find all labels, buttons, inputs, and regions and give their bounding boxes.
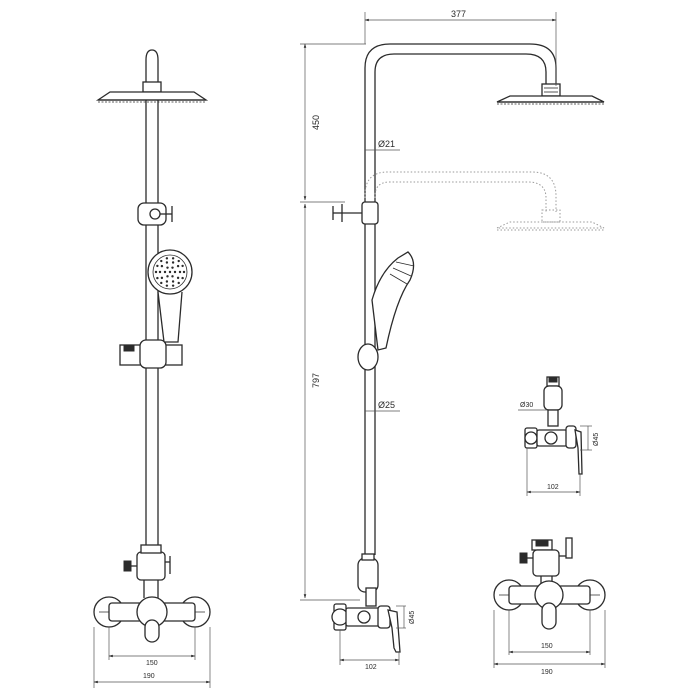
mixer-outlet-diameter-label: Ø45	[409, 611, 416, 624]
nozzle-dot	[154, 270, 158, 274]
nozzle-dot	[181, 264, 184, 268]
nozzle-dot	[182, 270, 186, 274]
front-inlet-spacing-label: 150	[146, 660, 158, 667]
nozzle-dot	[163, 270, 167, 274]
arm-diameter-label: Ø21	[378, 139, 395, 149]
side-slider	[357, 343, 379, 371]
nozzle-dot	[168, 270, 172, 274]
nozzle-dot	[160, 281, 163, 285]
nozzle-dot	[165, 261, 169, 264]
lower-diverter	[123, 544, 171, 598]
nozzle-dot	[156, 264, 159, 268]
side-mixer	[331, 603, 401, 653]
nozzle-dot	[171, 284, 175, 287]
nozzle-dot	[177, 281, 180, 285]
nozzle-dot	[178, 270, 182, 274]
nozzle-dot	[160, 276, 164, 280]
nozzle-dot	[171, 257, 175, 260]
nozzle-dot	[165, 257, 169, 260]
side-upper-connector	[332, 201, 379, 225]
nozzle-dot	[160, 259, 163, 263]
detail-body-diameter-label: Ø45	[593, 433, 600, 446]
rail-height-label: 797	[311, 373, 321, 388]
arm-length-label: 377	[451, 9, 466, 19]
side-overhead-shower-head	[496, 95, 605, 105]
nozzle-dot	[165, 280, 169, 283]
hand-shower	[147, 249, 193, 343]
overhead-shower-head	[95, 91, 209, 103]
nozzle-dot	[171, 280, 175, 283]
nozzle-dot	[158, 270, 162, 274]
front-total-width-label: 190	[143, 673, 155, 680]
nozzle-dot	[176, 264, 180, 268]
side-view: 450 797 377 Ø21 Ø25 Ø45 102	[300, 9, 605, 671]
nozzle-dot	[176, 276, 180, 280]
nozzle-dot	[156, 276, 159, 280]
upper-height-label: 450	[311, 115, 321, 130]
front-view: 150 190	[93, 49, 211, 688]
detail-front-view: 150 190	[493, 537, 606, 676]
detail-top-diameter-label: Ø30	[520, 402, 533, 409]
nozzle-dot	[181, 276, 184, 280]
detail-front-spacing-label: 150	[541, 643, 553, 650]
upper-connector	[137, 202, 173, 226]
side-hand-shower	[371, 251, 415, 351]
nozzle-dot	[173, 270, 177, 274]
nozzle-dot	[166, 275, 169, 278]
mixer-depth-label: 102	[365, 664, 377, 671]
rail-diameter-label: Ø25	[378, 400, 395, 410]
nozzle-dot	[171, 275, 174, 278]
side-lower-diverter	[357, 553, 379, 607]
nozzle-dot	[165, 284, 169, 287]
nozzle-dot	[171, 266, 174, 269]
nozzle-dot	[171, 261, 175, 264]
nozzle-dot	[166, 266, 169, 269]
detail-side-view: Ø30 Ø45 102	[518, 376, 600, 496]
nozzle-dot	[160, 264, 164, 268]
detail-depth-label: 102	[547, 484, 559, 491]
slider-holder	[119, 339, 183, 369]
mixer-front	[93, 596, 211, 643]
lowered-arm-outline	[364, 171, 605, 231]
detail-front-width-label: 190	[541, 669, 553, 676]
nozzle-dot	[177, 259, 180, 263]
